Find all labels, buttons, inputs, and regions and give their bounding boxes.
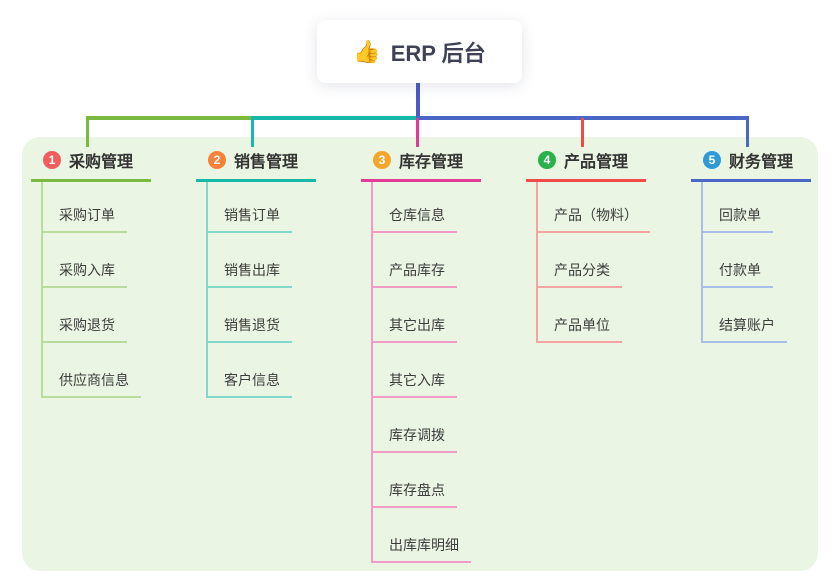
child-node[interactable]: 销售出库 [208,233,316,288]
branch-label: 采购管理 [69,154,134,171]
child-label: 产品库存 [373,260,457,288]
child-node[interactable]: 结算账户 [703,288,811,343]
branch-number-badge: 3 [373,151,391,169]
branch-children: 产品（物料） 产品分类产品单位 [536,182,650,343]
branch-column-1: 1 采购管理采购订单采购入库采购退货供应商信息 [31,146,151,398]
branch-drop-line [581,118,584,147]
branches-panel [22,137,818,571]
child-node[interactable]: 付款单 [703,233,811,288]
child-label: 销售退货 [208,315,292,343]
child-node[interactable]: 产品（物料） [538,182,650,233]
child-label: 结算账户 [703,315,787,343]
root-stem-line [416,82,420,120]
child-label: 采购退货 [43,315,127,343]
branch-column-5: 5 财务管理回款单付款单结算账户 [691,146,811,343]
child-node[interactable]: 回款单 [703,182,811,233]
child-node[interactable]: 销售退货 [208,288,316,343]
child-node[interactable]: 产品分类 [538,233,646,288]
thumbs-up-icon: 👍 [353,38,381,64]
child-node[interactable]: 出库库明细 [373,508,481,563]
child-node[interactable]: 其它入库 [373,343,481,398]
child-node[interactable]: 供应商信息 [43,343,151,398]
branch-drop-line [86,118,89,147]
branch-label: 销售管理 [234,154,299,171]
child-label: 其它入库 [373,370,457,398]
child-node[interactable]: 采购订单 [43,182,151,233]
child-label: 库存调拨 [373,425,457,453]
child-node[interactable]: 销售订单 [208,182,316,233]
child-label: 销售出库 [208,260,292,288]
branch-node[interactable]: 1 采购管理 [31,146,151,182]
branch-label: 库存管理 [399,154,464,171]
child-label: 采购入库 [43,260,127,288]
child-label: 产品单位 [538,315,622,343]
branch-number-badge: 2 [208,151,226,169]
branch-drop-line [746,118,749,147]
child-node[interactable]: 采购入库 [43,233,151,288]
branch-number-badge: 4 [538,151,556,169]
branch-node[interactable]: 3 库存管理 [361,146,481,182]
child-label: 付款单 [703,260,773,288]
branch-column-2: 2 销售管理销售订单销售出库销售退货客户信息 [196,146,316,398]
branch-column-3: 3 库存管理仓库信息产品库存其它出库其它入库库存调拨库存盘点出库库明细 [361,146,481,563]
child-label: 出库库明细 [373,535,471,563]
branch-node[interactable]: 4 产品管理 [526,146,646,182]
child-node[interactable]: 采购退货 [43,288,151,343]
branch-number-badge: 1 [43,151,61,169]
branch-label: 财务管理 [729,154,794,171]
branch-children: 仓库信息产品库存其它出库其它入库库存调拨库存盘点出库库明细 [371,182,481,563]
child-node[interactable]: 库存调拨 [373,398,481,453]
child-label: 回款单 [703,205,773,233]
branch-drop-line [251,118,254,147]
child-label: 产品（物料） [538,205,650,233]
branch-drop-line [416,118,419,147]
child-node[interactable]: 产品单位 [538,288,646,343]
branch-label: 产品管理 [564,154,629,171]
child-label: 其它出库 [373,315,457,343]
branch-children: 销售订单销售出库销售退货客户信息 [206,182,316,398]
branch-children: 采购订单采购入库采购退货供应商信息 [41,182,151,398]
branch-node[interactable]: 5 财务管理 [691,146,811,182]
child-node[interactable]: 仓库信息 [373,182,481,233]
child-label: 库存盘点 [373,480,457,508]
root-label: ERP 后台 [390,40,486,66]
child-label: 供应商信息 [43,370,141,398]
child-label: 采购订单 [43,205,127,233]
child-label: 销售订单 [208,205,292,233]
branch-children: 回款单付款单结算账户 [701,182,811,343]
child-label: 客户信息 [208,370,292,398]
child-label: 仓库信息 [373,205,457,233]
child-node[interactable]: 其它出库 [373,288,481,343]
child-node[interactable]: 产品库存 [373,233,481,288]
child-node[interactable]: 库存盘点 [373,453,481,508]
child-label: 产品分类 [538,260,622,288]
child-node[interactable]: 客户信息 [208,343,316,398]
root-node[interactable]: 👍 ERP 后台 [317,20,522,83]
branch-node[interactable]: 2 销售管理 [196,146,316,182]
bus-segment [251,116,420,120]
branch-column-4: 4 产品管理产品（物料） 产品分类产品单位 [526,146,650,343]
branch-number-badge: 5 [703,151,721,169]
